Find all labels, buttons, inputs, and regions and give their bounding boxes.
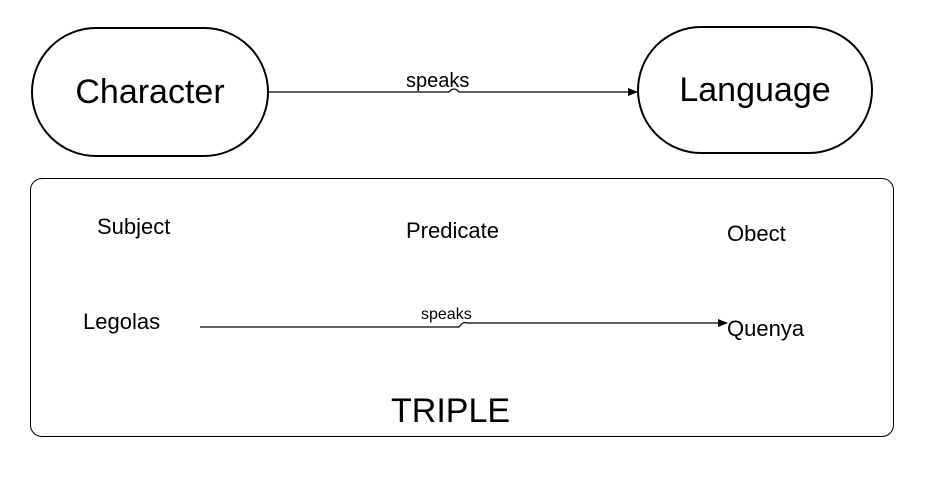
edge-legolas-to-quenya (200, 319, 728, 328)
edge-label-speaks: speaks (406, 70, 470, 92)
header-predicate: Predicate (406, 218, 499, 243)
triple-box (30, 178, 894, 437)
example-subject: Legolas (83, 309, 161, 334)
example-predicate: speaks (421, 306, 472, 323)
node-language-label: Language (679, 70, 831, 109)
header-subject: Subject (97, 214, 171, 239)
edge-character-to-language (269, 88, 638, 96)
triple-title: TRIPLE (391, 392, 511, 430)
header-object: Obect (727, 221, 786, 246)
node-character: Character (31, 27, 269, 157)
node-language: Language (637, 26, 873, 154)
example-object: Quenya (727, 316, 805, 341)
node-character-label: Character (75, 72, 225, 111)
